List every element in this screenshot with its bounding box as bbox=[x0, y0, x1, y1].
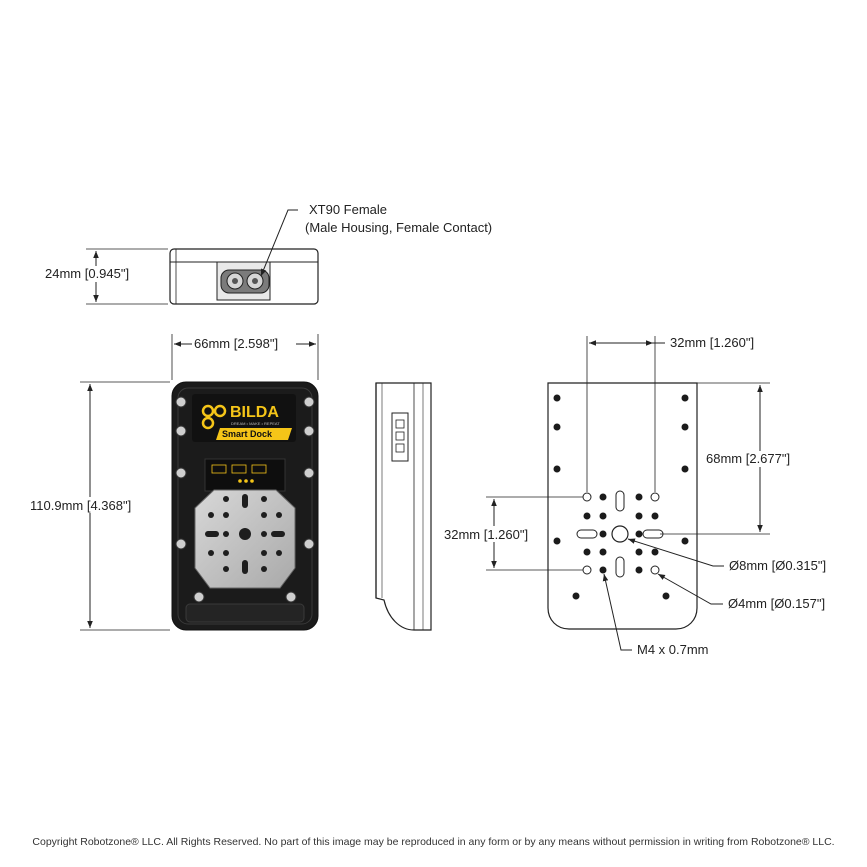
copyright-footer: Copyright Robotzone® LLC. All Rights Res… bbox=[32, 836, 835, 848]
pattern-vertical-right-label: 68mm [2.677"] bbox=[706, 451, 790, 466]
xt90-connector bbox=[216, 261, 271, 301]
width-dimension: 66mm [2.598"] bbox=[171, 334, 319, 380]
back-mount-holes bbox=[553, 394, 689, 600]
xt90-leader: XT90 Female (Male Housing, Female Contac… bbox=[260, 202, 492, 277]
hole-4mm-leader: Ø4mm [Ø0.157"] bbox=[657, 573, 825, 611]
hole-8mm-label: Ø8mm [Ø0.315"] bbox=[729, 558, 826, 573]
product-text: Smart Dock bbox=[222, 429, 273, 439]
hole-pattern bbox=[576, 490, 664, 578]
tagline-text: DREAM • MAKE • REPEAT bbox=[231, 421, 280, 426]
width-label: 66mm [2.598"] bbox=[194, 336, 278, 351]
pattern-vertical-left-dimension: 32mm [1.260"] bbox=[442, 496, 583, 571]
thread-leader: M4 x 0.7mm bbox=[602, 573, 709, 657]
length-label: 110.9mm [4.368"] bbox=[30, 498, 131, 513]
hole-4mm-label: Ø4mm [Ø0.157"] bbox=[728, 596, 825, 611]
pattern-vertical-left-label: 32mm [1.260"] bbox=[444, 527, 528, 542]
pattern-vertical-right-dimension: 68mm [2.677"] bbox=[660, 382, 804, 535]
hole-8mm-leader: Ø8mm [Ø0.315"] bbox=[627, 538, 826, 573]
top-side-view bbox=[169, 248, 319, 305]
brand-text: BILDA bbox=[230, 404, 279, 421]
side-profile-view bbox=[375, 382, 432, 631]
height-dimension: 24mm [0.945"] bbox=[44, 248, 168, 305]
side-connector bbox=[391, 412, 409, 462]
mount-plate bbox=[194, 489, 296, 589]
pattern-horizontal-dimension: 32mm [1.260"] bbox=[586, 335, 754, 492]
front-view: BILDA DREAM • MAKE • REPEAT Smart Dock bbox=[171, 381, 319, 631]
xt90-label: XT90 Female bbox=[309, 202, 387, 217]
contact-pad bbox=[204, 458, 286, 492]
xt90-sub-label: (Male Housing, Female Contact) bbox=[305, 220, 492, 235]
length-dimension: 110.9mm [4.368"] bbox=[28, 381, 170, 631]
bilda-logo: BILDA DREAM • MAKE • REPEAT Smart Dock bbox=[192, 394, 296, 442]
height-label: 24mm [0.945"] bbox=[45, 266, 129, 281]
screws bbox=[175, 396, 315, 603]
thread-label: M4 x 0.7mm bbox=[637, 642, 709, 657]
pattern-horizontal-label: 32mm [1.260"] bbox=[670, 335, 754, 350]
back-view bbox=[547, 382, 698, 630]
